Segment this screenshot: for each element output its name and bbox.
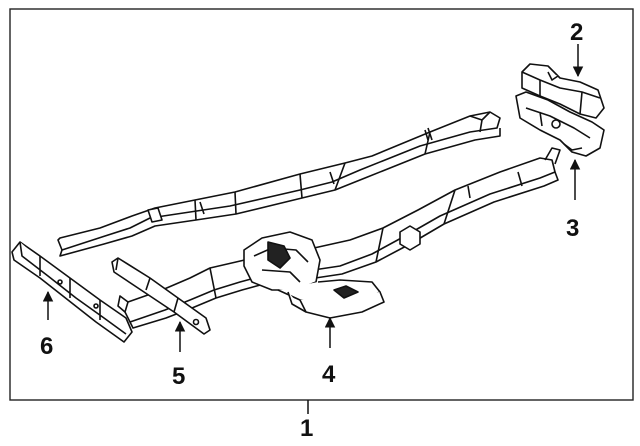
- lower-bracket-part: [515, 91, 605, 157]
- upper-bracket-part: [521, 63, 605, 119]
- callout-3: 3: [566, 215, 579, 242]
- left-side-rail: [57, 111, 501, 257]
- callout-1: 1: [300, 415, 313, 441]
- callout-2: 2: [570, 19, 583, 46]
- leader-lines: [42, 44, 584, 414]
- skid-plate-part: [243, 231, 385, 319]
- crossmember-part: [111, 257, 211, 335]
- callout-4: 4: [322, 361, 336, 388]
- front-crossmember-part: [11, 241, 133, 343]
- diagram-border: [9, 8, 634, 401]
- callout-6: 6: [40, 333, 53, 360]
- callout-5: 5: [172, 363, 185, 390]
